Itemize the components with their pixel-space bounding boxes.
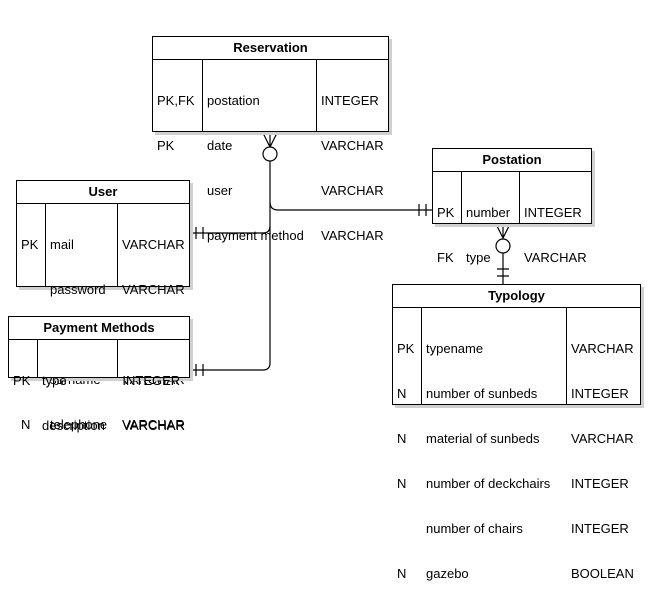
- field-type: VARCHAR: [524, 250, 587, 265]
- field-name: number of deckchairs: [426, 476, 551, 491]
- field-type: VARCHAR: [321, 183, 384, 198]
- field-key: PK: [21, 237, 39, 252]
- user-one-marker: [195, 227, 204, 239]
- field-key: [13, 418, 33, 433]
- entity-title: Reservation: [153, 37, 388, 60]
- field-name: typename: [426, 341, 484, 356]
- field-type: INTEGER: [321, 93, 379, 108]
- name-column: mail password name surname telephone: [45, 204, 117, 432]
- field-name: type: [466, 250, 491, 265]
- field-type: VARCHAR: [571, 341, 634, 356]
- field-key: PK: [13, 373, 31, 388]
- type-column: VARCHAR VARCHAR VARCHAR VARCHAR VARCHAR: [117, 204, 189, 432]
- field-key: N: [397, 431, 407, 446]
- key-column: PK N: [17, 204, 45, 432]
- name-column: type description: [37, 340, 117, 433]
- type-column: VARCHAR INTEGER VARCHAR INTEGER INTEGER …: [566, 308, 640, 581]
- field-type: VARCHAR: [122, 237, 185, 252]
- key-column: PK N N N N: [393, 308, 421, 581]
- type-column: INTEGER VARCHAR VARCHAR: [519, 172, 591, 310]
- connector-reservation-payment-methods: [190, 161, 271, 371]
- field-name: gazebo: [426, 566, 469, 581]
- field-key: N: [21, 417, 31, 432]
- field-name: payment method: [207, 228, 304, 243]
- name-column: typename number of sunbeds material of s…: [421, 308, 566, 581]
- entity-title: Payment Methods: [9, 317, 189, 340]
- key-column: PK: [9, 340, 37, 388]
- postation-crows-foot: [495, 223, 511, 240]
- name-column: number type zone: [461, 172, 519, 310]
- field-name: number of chairs: [426, 521, 523, 536]
- entity-fields: PK type description INTEGER VARCHAR: [9, 340, 189, 433]
- field-type: VARCHAR: [571, 431, 634, 446]
- entity-payment-methods[interactable]: Payment Methods PK type description INTE…: [8, 316, 190, 433]
- entity-title: Postation: [433, 149, 591, 172]
- field-key: PK: [437, 205, 455, 220]
- field-type: INTEGER: [571, 521, 629, 536]
- field-type: VARCHAR: [321, 228, 384, 243]
- entity-fields: PK N N N N typename number of sunbeds ma…: [393, 308, 640, 581]
- field-type: VARCHAR: [321, 138, 384, 153]
- connector-reservation-user: [190, 225, 271, 234]
- field-key: PK: [397, 341, 415, 356]
- field-name: type: [42, 373, 67, 388]
- field-name: user: [207, 183, 233, 198]
- connector-reservation-postation: [269, 201, 432, 211]
- field-type: INTEGER: [122, 373, 181, 388]
- field-name: date: [207, 138, 233, 153]
- field-type: INTEGER: [571, 386, 629, 401]
- payment-methods-one-marker: [195, 364, 204, 376]
- field-key: PK,FK: [157, 93, 195, 108]
- key-column: PK,FK PK FK FK,N: [153, 60, 202, 243]
- name-column: postation date user payment method: [202, 60, 316, 243]
- field-type: INTEGER: [524, 205, 582, 220]
- entity-typology[interactable]: Typology PK N N N N typename number of s…: [392, 284, 641, 581]
- field-type: VARCHAR: [122, 282, 185, 297]
- field-name: postation: [207, 93, 260, 108]
- type-column: INTEGER VARCHAR: [117, 340, 189, 433]
- field-name: material of sunbeds: [426, 431, 540, 446]
- field-key: FK: [437, 250, 454, 265]
- type-column: INTEGER VARCHAR VARCHAR VARCHAR: [316, 60, 388, 243]
- key-column: PK FK: [433, 172, 461, 265]
- field-key: [21, 282, 41, 297]
- field-key: N: [397, 386, 407, 401]
- field-name: mail: [50, 237, 74, 252]
- field-key: N: [397, 476, 407, 491]
- entity-title: User: [17, 181, 189, 204]
- field-name: number of sunbeds: [426, 386, 538, 401]
- relationship-connectors: [190, 132, 511, 376]
- postation-one-marker: [418, 204, 427, 216]
- field-key: PK: [157, 138, 175, 153]
- field-type: VARCHAR: [122, 418, 185, 433]
- field-name: password: [50, 282, 106, 297]
- entity-fields: PK N mail password name surname telephon…: [17, 204, 189, 432]
- typology-one-marker: [497, 268, 509, 277]
- field-type: BOOLEAN: [571, 566, 634, 581]
- entity-postation[interactable]: Postation PK FK number type zone INTEGER…: [432, 148, 592, 310]
- field-key: [397, 521, 417, 536]
- entity-fields: PK,FK PK FK FK,N postation date user pay…: [153, 60, 388, 243]
- field-name: number: [466, 205, 511, 220]
- field-key: N: [397, 566, 407, 581]
- entity-fields: PK FK number type zone INTEGER VARCHAR V…: [433, 172, 591, 310]
- entity-title: Typology: [393, 285, 640, 308]
- entity-user[interactable]: User PK N mail password name surname tel…: [16, 180, 190, 432]
- entity-reservation[interactable]: Reservation PK,FK PK FK FK,N postation d…: [152, 36, 389, 243]
- field-type: INTEGER: [571, 476, 629, 491]
- field-name: description: [42, 418, 105, 433]
